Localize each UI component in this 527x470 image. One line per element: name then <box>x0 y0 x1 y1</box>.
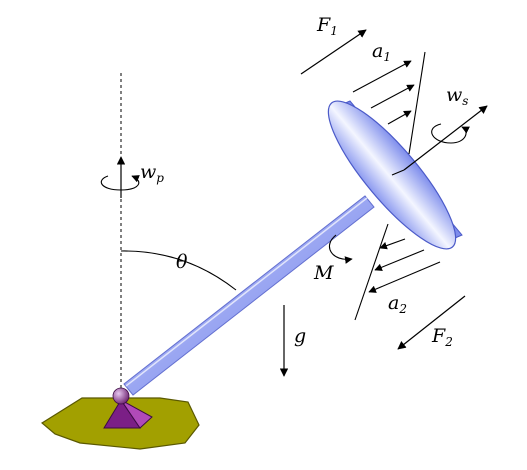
f2-force-arrow <box>397 295 466 350</box>
spin-axis-arrow <box>403 105 488 171</box>
label-g: g <box>294 325 307 347</box>
spin-axis-back <box>391 169 405 176</box>
pivot-ball-icon <box>112 387 130 405</box>
label-wp: wp <box>140 161 164 185</box>
f1-force-arrow <box>300 29 367 75</box>
label-f1: F1 <box>317 14 338 38</box>
a1-acceleration-arrows <box>352 51 426 155</box>
pyramid-base-icon <box>103 399 153 429</box>
spin-rotation-icon <box>431 123 470 144</box>
label-ws: ws <box>446 84 469 108</box>
label-a2: a2 <box>388 292 407 316</box>
a2-acceleration-arrows <box>354 223 441 321</box>
pendulum-rod <box>123 195 375 396</box>
moment-arrow-icon <box>329 234 353 264</box>
label-theta: θ <box>176 251 188 273</box>
label-a1: a1 <box>372 40 391 64</box>
theta-arc <box>120 250 237 291</box>
rotation-arrow-icon <box>100 175 140 191</box>
label-f2: F2 <box>432 325 453 349</box>
label-m: M <box>314 262 334 284</box>
